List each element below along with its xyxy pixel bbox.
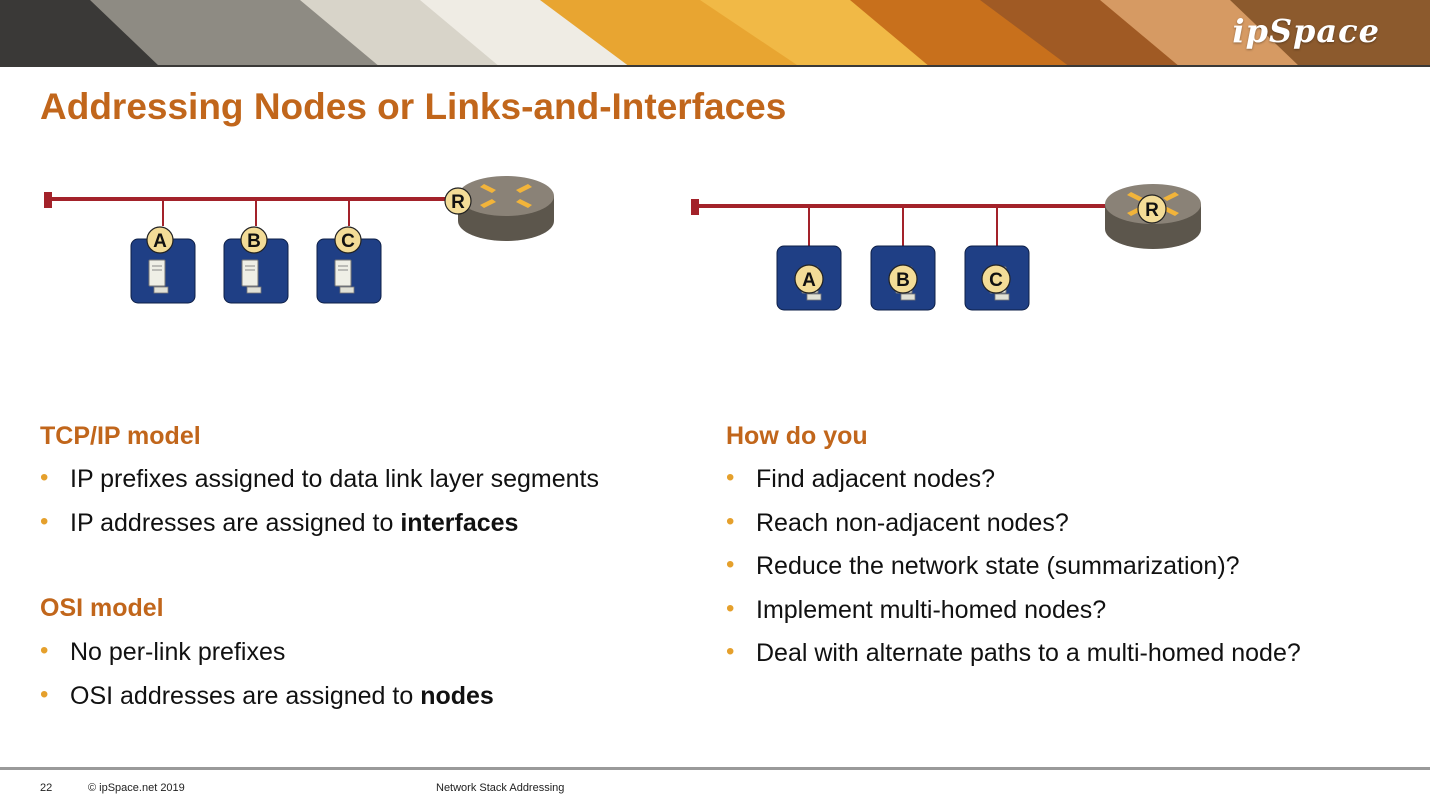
host-label: C xyxy=(989,270,1003,291)
bullet-icon: • xyxy=(40,637,49,664)
bullet-text: Reduce the network state (summarization)… xyxy=(756,552,1240,580)
bullet-text: Deal with alternate paths to a multi-hom… xyxy=(756,639,1301,667)
bullet-icon: • xyxy=(40,464,49,491)
bullet-icon: • xyxy=(726,464,735,491)
tcpip-heading: TCP/IP model xyxy=(40,422,201,450)
host-label: A xyxy=(802,270,816,291)
bullet-text: No per-link prefixes xyxy=(70,638,286,666)
list-item: • No per-link prefixes xyxy=(40,637,700,681)
host-label-circle xyxy=(146,226,174,254)
how-heading: How do you xyxy=(726,422,868,450)
osi-list: • No per-link prefixes • OSI addresses are… xyxy=(40,637,700,724)
bullet-bold-text: interfaces xyxy=(400,508,519,537)
osi-heading: OSI model xyxy=(40,594,164,622)
host-label: C xyxy=(341,231,355,252)
banner-graphic xyxy=(0,0,1430,67)
diagram-interfaces: R A B C xyxy=(44,176,554,304)
host-label: A xyxy=(153,231,167,252)
router-label: R xyxy=(451,192,465,213)
list-item: • Deal with alternate paths to a multi-ho… xyxy=(726,638,1406,682)
router-icon xyxy=(458,176,554,241)
bullet-icon: • xyxy=(726,507,735,535)
bullet-icon: • xyxy=(726,594,735,622)
list-item: • OSI addresses are assigned to nodes xyxy=(40,681,700,725)
list-item: • IP addresses are assigned to interfaces xyxy=(40,508,700,552)
host-label-circle xyxy=(240,226,268,254)
router-label-circle xyxy=(1137,194,1167,224)
list-item: • Reduce the network state (summarization… xyxy=(726,551,1406,595)
footer-copyright: © ipSpace.net 2019 xyxy=(88,782,185,794)
bullet-icon: • xyxy=(726,551,735,578)
footer-divider xyxy=(0,767,1430,770)
bullet-text: Reach non-adjacent nodes? xyxy=(756,508,1069,537)
host-label-circle xyxy=(334,226,362,254)
bullet-text: OSI addresses are assigned to xyxy=(70,681,421,710)
bullet-text: IP addresses are assigned to xyxy=(70,508,401,537)
bullet-bold-text: nodes xyxy=(420,681,494,710)
host-label-circle xyxy=(794,264,824,294)
page-number: 22 xyxy=(40,782,53,794)
bullet-icon: • xyxy=(40,507,49,535)
list-item: • Reach non-adjacent nodes? xyxy=(726,508,1406,552)
host-label: B xyxy=(247,231,261,252)
tcpip-list: • IP prefixes assigned to data link layer… xyxy=(40,464,700,551)
router-label-circle xyxy=(444,187,472,215)
list-item: • Find adjacent nodes? xyxy=(726,464,1406,508)
bullet-text: Find adjacent nodes? xyxy=(756,465,996,493)
ipspace-logo: ipSpace xyxy=(1232,12,1380,50)
list-item: • IP prefixes assigned to data link layer… xyxy=(40,464,700,508)
footer-deck-title: Network Stack Addressing xyxy=(436,782,565,794)
bullet-icon: • xyxy=(726,638,735,665)
host-label-circle xyxy=(981,264,1011,294)
host-label: B xyxy=(896,270,910,291)
bullet-text: Implement multi-homed nodes? xyxy=(756,595,1107,624)
header-banner: ipSpace xyxy=(0,0,1430,67)
list-item: • Implement multi-homed nodes? xyxy=(726,595,1406,639)
host-label-circle xyxy=(888,264,918,294)
router-label: R xyxy=(1145,200,1159,221)
bullet-text: IP prefixes assigned to data link layer … xyxy=(70,465,599,493)
how-list: • Find adjacent nodes? • Reach non-adjacen… xyxy=(726,464,1406,682)
bullet-icon: • xyxy=(40,680,49,708)
page-title: Addressing Nodes or Links-and-Interfaces xyxy=(40,86,787,127)
diagram-nodes: R A B C xyxy=(691,184,1201,311)
